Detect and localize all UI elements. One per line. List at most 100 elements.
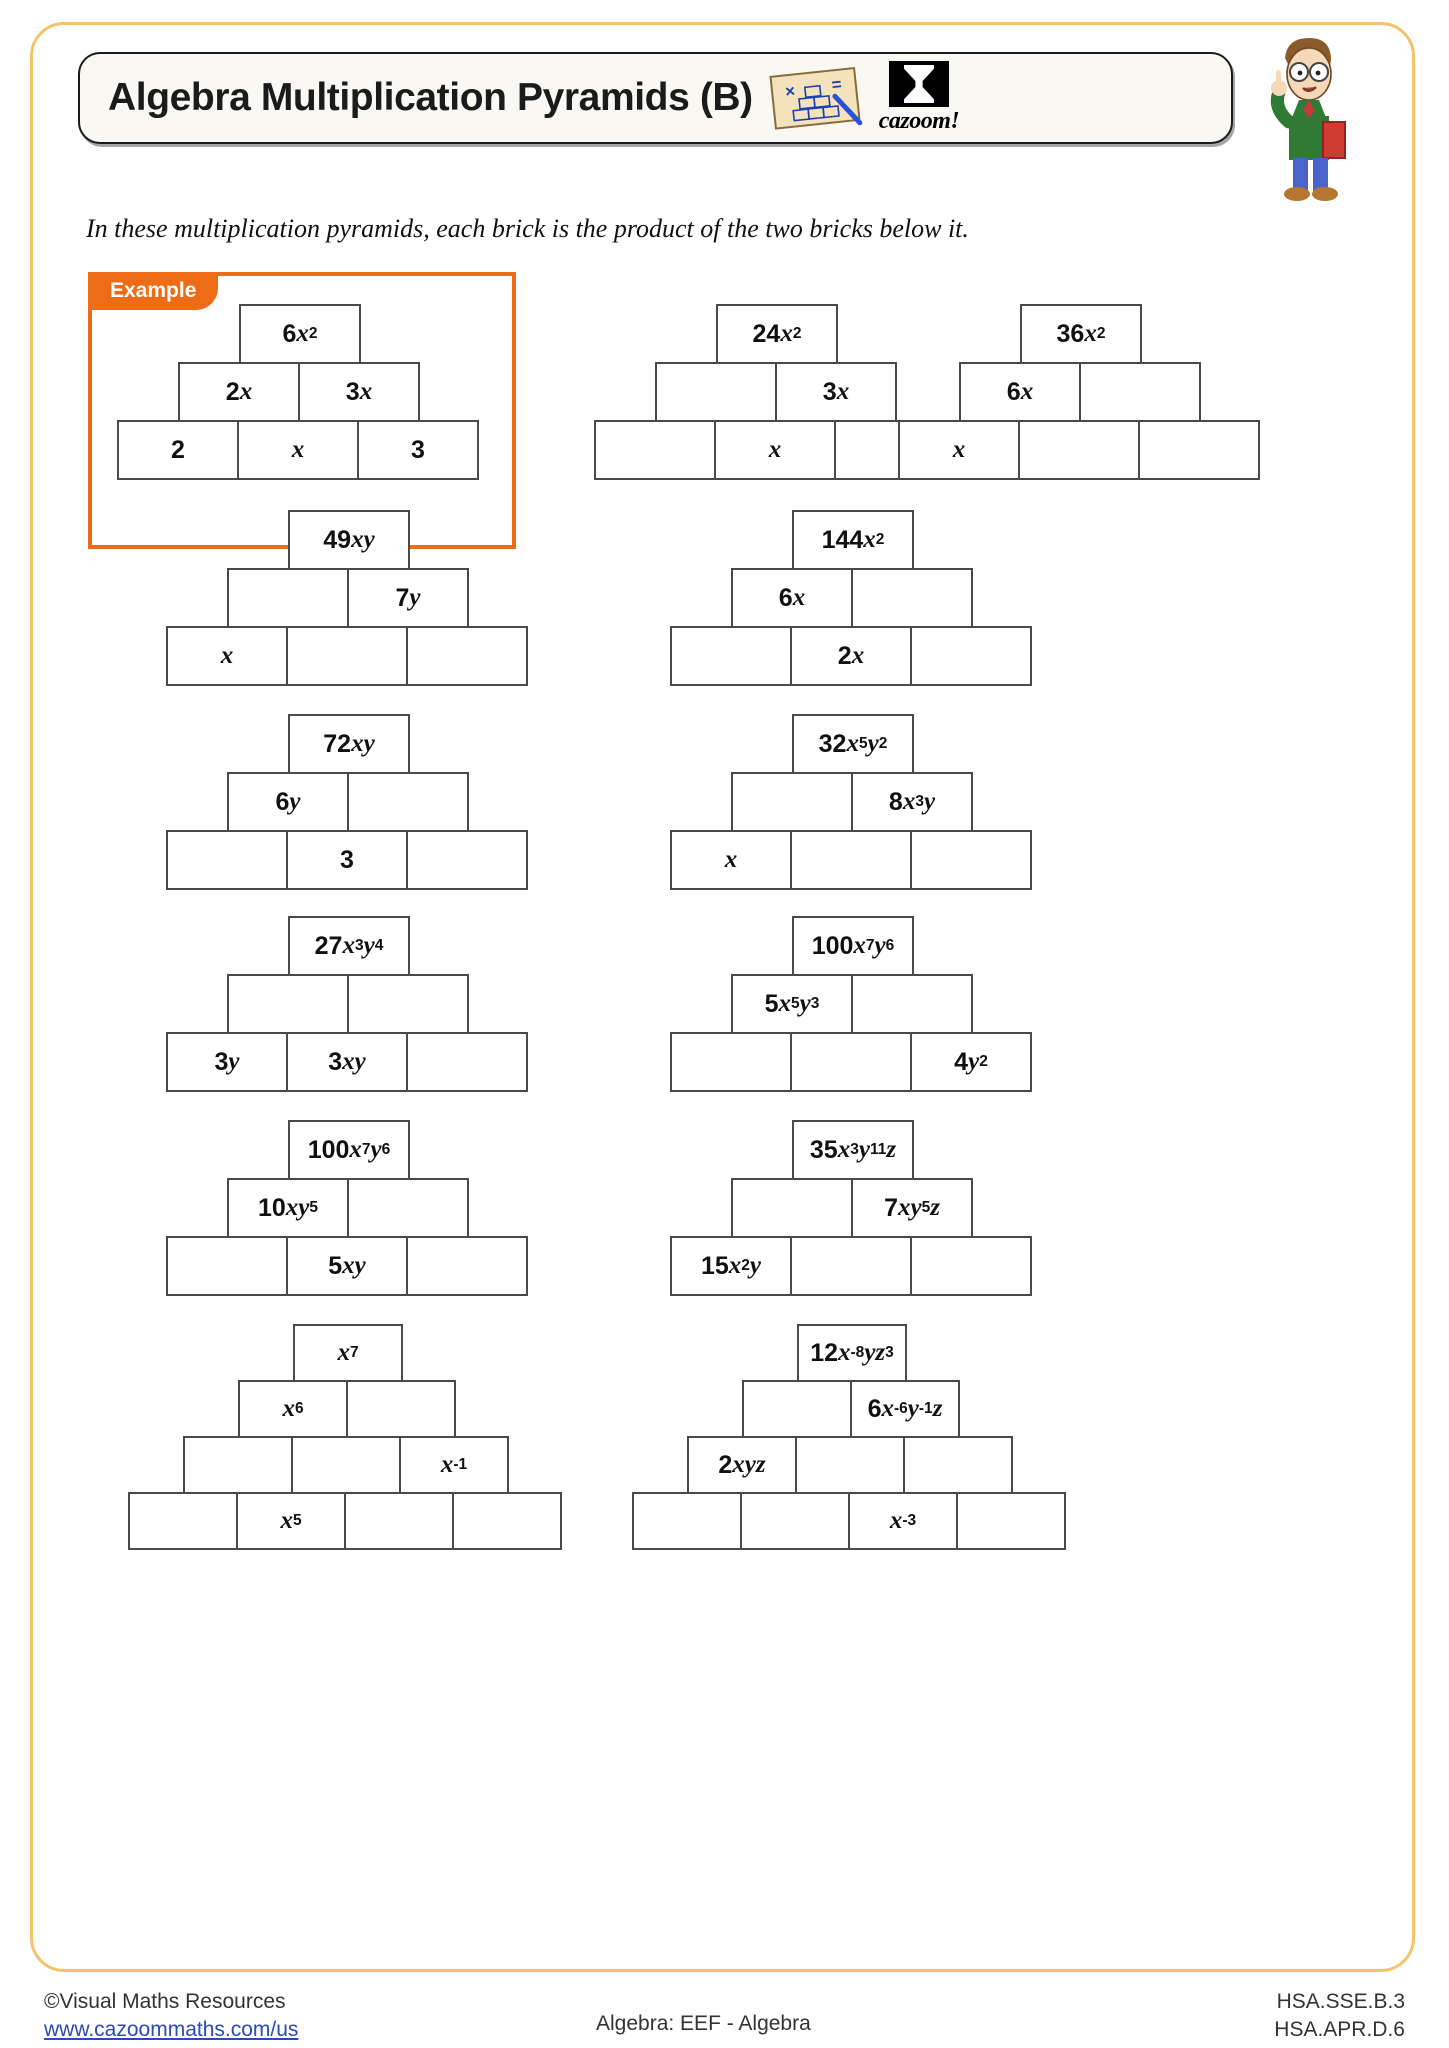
pyramid-brick-blank[interactable] <box>742 1380 852 1438</box>
pyramid-brick-blank[interactable] <box>344 1492 454 1550</box>
brand-block: × = cazoom! <box>769 61 960 135</box>
pyramid-brick-filled[interactable]: x-3 <box>848 1492 958 1550</box>
pyramid-brick-filled[interactable]: x <box>898 420 1020 480</box>
pyramid-brick-blank[interactable] <box>1018 420 1140 480</box>
pyramid-brick[interactable]: x <box>237 420 359 480</box>
pyramid-brick-blank[interactable] <box>731 1178 853 1238</box>
pyramid-brick-blank[interactable] <box>183 1436 293 1494</box>
pyramid-brick-blank[interactable] <box>910 830 1032 890</box>
pyramid-brick-blank[interactable] <box>731 772 853 832</box>
pyramid-brick-blank[interactable] <box>1079 362 1201 422</box>
pyramid-brick-blank[interactable] <box>406 626 528 686</box>
pyramid-brick-blank[interactable] <box>910 626 1032 686</box>
pyramid-brick-blank[interactable] <box>851 974 973 1034</box>
pyramid-brick-blank[interactable] <box>227 974 349 1034</box>
pyramid-brick-blank[interactable] <box>795 1436 905 1494</box>
pyramid-brick-blank[interactable] <box>740 1492 850 1550</box>
cazoom-wordmark: cazoom! <box>878 108 960 134</box>
pyramid-brick-blank[interactable] <box>291 1436 401 1494</box>
pyramid-brick-filled[interactable]: 3 <box>286 830 408 890</box>
pyramid-brick-blank[interactable] <box>851 568 973 628</box>
website-link[interactable]: www.cazoommaths.com/us <box>44 2018 299 2042</box>
pyramid-brick-blank[interactable] <box>128 1492 238 1550</box>
pyramid-brick-blank[interactable] <box>790 830 912 890</box>
pyramid-brick-blank[interactable] <box>670 1032 792 1092</box>
pyramid-brick-filled[interactable]: x-1 <box>399 1436 509 1494</box>
cazoom-hourglass-icon <box>889 61 950 107</box>
pyramid-row: x <box>166 626 528 686</box>
pyramid-brick-blank[interactable] <box>166 830 288 890</box>
pyramid-brick-blank[interactable] <box>227 568 349 628</box>
pyramid-brick-filled[interactable]: x <box>670 830 792 890</box>
pyramid-brick-blank[interactable] <box>406 830 528 890</box>
pyramid-brick-blank[interactable] <box>347 974 469 1034</box>
pyramid-brick-blank[interactable] <box>670 626 792 686</box>
pyramid-brick-blank[interactable] <box>790 1236 912 1296</box>
pyramid-brick-blank[interactable] <box>910 1236 1032 1296</box>
pyramid-brick-blank[interactable] <box>347 772 469 832</box>
pyramid-brick-blank[interactable] <box>594 420 716 480</box>
pyramid-brick-blank[interactable] <box>452 1492 562 1550</box>
pyramid-brick-blank[interactable] <box>166 1236 288 1296</box>
pyramid-brick-blank[interactable] <box>347 1178 469 1238</box>
pyramid-brick[interactable]: 2 <box>117 420 239 480</box>
pyramid-brick-blank[interactable] <box>346 1380 456 1438</box>
multiplication-pyramid-board-icon: × = <box>769 64 867 132</box>
pyramid-brick-blank[interactable] <box>903 1436 1013 1494</box>
pyramid-brick-blank[interactable] <box>406 1032 528 1092</box>
pyramid-brick-blank[interactable] <box>655 362 777 422</box>
pyramid-brick[interactable]: 3 <box>357 420 479 480</box>
pyramid-brick-blank[interactable] <box>1138 420 1260 480</box>
pyramid-brick-filled[interactable]: x <box>166 626 288 686</box>
pyramid-brick-filled[interactable]: x <box>714 420 836 480</box>
pyramid-brick-blank[interactable] <box>406 1236 528 1296</box>
pyramid-brick-blank[interactable] <box>956 1492 1066 1550</box>
pyramid-brick-blank[interactable] <box>790 1032 912 1092</box>
pyramid-brick-blank[interactable] <box>286 626 408 686</box>
pyramid-brick-blank[interactable] <box>632 1492 742 1550</box>
